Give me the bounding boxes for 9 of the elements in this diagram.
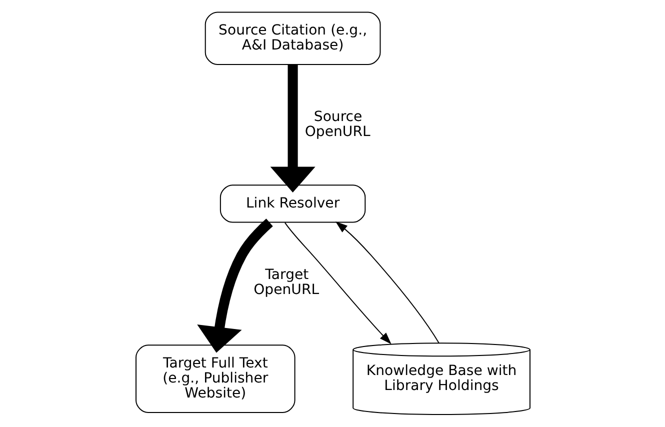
arrow [334,221,439,344]
edge-label: Source OpenURL [304,108,370,140]
arrow [270,64,315,192]
arrow [284,222,391,344]
node-box: Target Full Text (e.g., Publisher Website) [135,344,295,413]
edge-label: Target OpenURL [253,266,319,298]
node-box: Source Citation (e.g., A&I Database) [204,12,380,66]
node-box: Link Resolver [219,184,366,223]
arrow [196,218,272,353]
